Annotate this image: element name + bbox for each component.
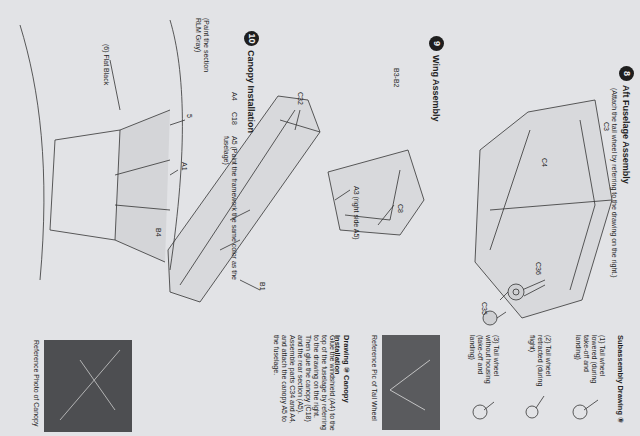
step-number: 8 <box>619 66 634 81</box>
instruction-note: Reference Pic of Tail Wheel <box>370 335 378 433</box>
step-title: Canopy Installation <box>247 50 257 133</box>
part-number: B3-B2 <box>392 68 400 87</box>
step-heading: 10Canopy Installation <box>244 31 259 133</box>
part-number: C32 <box>296 92 304 105</box>
part-number: C36 <box>534 262 542 275</box>
part-number: A1 <box>180 162 188 171</box>
step-title: Wing Assembly <box>432 55 442 122</box>
part-number: A4 <box>230 92 238 101</box>
instruction-note: Glue the windshield (A4) to the top of t… <box>272 335 336 433</box>
instruction-note: Reference Photo of Canopy <box>32 340 40 432</box>
instruction-note: (2) Tail wheel retracted (during flight) <box>528 335 552 397</box>
instruction-note: A5 (Paint the framework the same color a… <box>222 136 238 286</box>
step-heading: 9Wing Assembly <box>429 36 444 122</box>
part-number: C35 <box>480 302 488 315</box>
step-heading: 8Aft Fuselage Assembly <box>619 66 634 184</box>
instruction-note: (Attach the tail wheel by referring to t… <box>610 88 618 278</box>
instruction-note: (6) Flat Black <box>102 44 110 104</box>
instruction-note: (3) Tail wheel without housing (take-off… <box>468 335 500 397</box>
part-number: 5 <box>185 114 193 118</box>
instruction-note: Subassembly Drawing ⑧ <box>615 335 624 433</box>
part-number: C3 <box>602 122 610 131</box>
step-title: Aft Fuselage Assembly <box>622 85 632 184</box>
part-number: B1 <box>258 282 266 291</box>
instruction-note: (Paint the section RLM Gray) <box>194 18 210 88</box>
step-number: 9 <box>429 36 444 51</box>
instruction-note: A3 (right side A5) <box>352 186 360 256</box>
part-number: C4 <box>540 158 548 167</box>
part-number: C8 <box>396 204 404 213</box>
part-number: C18 <box>230 112 238 125</box>
part-number: B4 <box>154 228 162 237</box>
step-number: 10 <box>244 31 259 46</box>
instruction-note: (1) Tail wheel lowered (during take-off … <box>574 335 606 397</box>
